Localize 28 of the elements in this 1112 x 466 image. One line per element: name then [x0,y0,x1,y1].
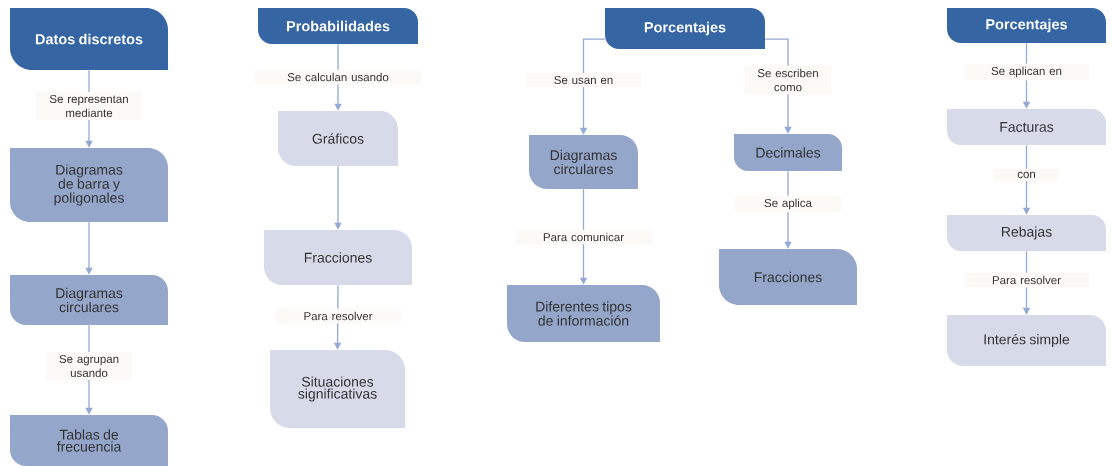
concept-box: Diferentes tipos de información [507,285,660,342]
edge-label: Para comunicar [515,229,652,245]
edge-label: Se aplican en [963,63,1090,81]
concept-box: Diagramas circulares [10,275,168,325]
concept-box: Rebajas [947,215,1106,251]
concept-box: Diagramas de barra y poligonales [10,148,168,222]
concept-box: Fracciones [719,249,857,305]
concept-box: Gráficos [278,111,398,166]
concept-box: Fracciones [264,230,412,285]
edge-label: Se aplica [735,195,841,213]
concept-box: Porcentajes [947,8,1106,43]
edge-label: Se representan mediante [36,91,142,121]
concept-box: Decimales [734,134,842,171]
edge-label: con [993,168,1060,182]
edge-label: Para resolver [275,308,401,324]
concept-box: Probabilidades [258,8,418,44]
concept-box: Diagramas circulares [529,135,638,189]
concept-box: Datos discretos [10,8,168,70]
edge-label: Se escriben como [745,65,831,95]
edge-label: Para resolver [963,272,1090,288]
concept-box: Situaciones significativas [270,350,405,428]
edge-label: Se agrupan usando [46,351,132,381]
concept-box: Tablas de frecuencia [10,415,168,466]
concept-box: Interés simple [947,315,1106,366]
edge-label: Se usan en [525,72,642,88]
concept-box: Facturas [947,109,1106,145]
concept-box: Porcentajes [605,8,765,49]
edge-label: Se calculan usando [255,69,421,85]
